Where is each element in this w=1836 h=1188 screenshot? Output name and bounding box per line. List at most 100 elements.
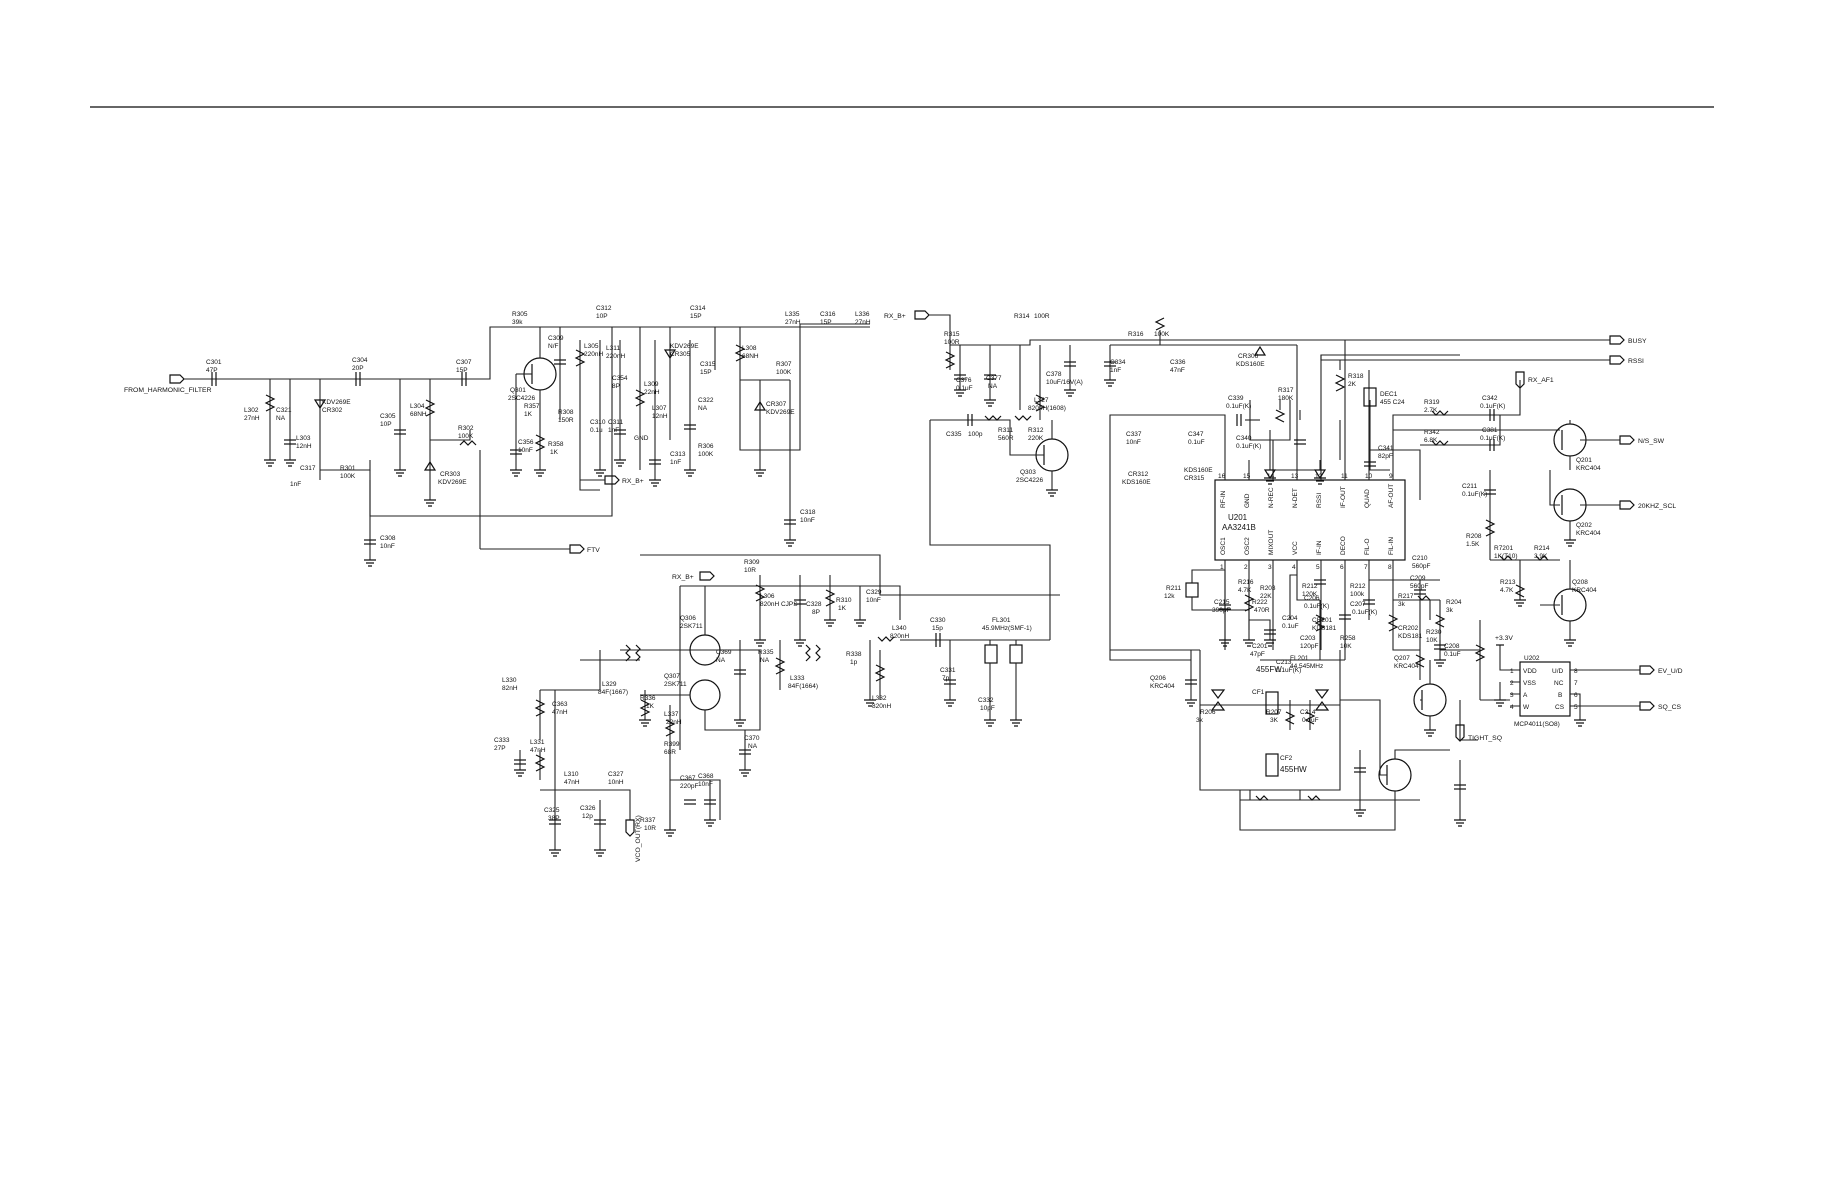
schematic-label: KDS160E [1236, 361, 1265, 368]
schematic-label: C313 [670, 451, 686, 458]
schematic-label: L306 [760, 593, 775, 600]
schematic-label: C340 [1236, 435, 1252, 442]
schematic-label: 1K [838, 605, 847, 612]
schematic-label: DECO [1340, 536, 1347, 555]
schematic-label: L305 [584, 343, 599, 350]
schematic-label: 10pF [980, 705, 995, 712]
ev-u-d-port[interactable] [1639, 665, 1655, 675]
schematic-label: 100R [1034, 313, 1050, 320]
sq-cs-port[interactable] [1639, 701, 1655, 711]
schematic-label: CR305 [670, 351, 691, 358]
schematic-label: CR202 [1398, 625, 1419, 632]
schematic-label: KRC404 [1150, 683, 1175, 690]
schematic-label: C208 [1444, 643, 1460, 650]
schematic-label: 27nH [855, 319, 871, 326]
from-harmonic-filter-port[interactable] [169, 374, 185, 384]
squelch-section: 455FW CF1 455HW CF2 TIGHT_SQ [1109, 640, 1502, 831]
schematic-label: L303 [296, 435, 311, 442]
schematic-label: 100K [340, 473, 356, 480]
ftv-port[interactable] [569, 544, 585, 554]
rx-b-plus-port-3[interactable] [914, 310, 930, 320]
schematic-label: 100K [698, 451, 714, 458]
schematic-label: RX_AF1 [1528, 377, 1554, 384]
schematic-label: W [1523, 704, 1530, 711]
output-section: BUSY RSSI RX_AF1 N/S_SW 20KHZ_SCL [1090, 335, 1683, 728]
schematic-label: L302 [244, 407, 259, 414]
ic-u201: U201 AA3241B RF-IN GND N-REC N-DET RSSI … [1109, 340, 1560, 661]
schematic-label: C347 [1188, 431, 1204, 438]
schematic-label: 38P [548, 815, 560, 822]
schematic-label: 10uF/16V(A) [1046, 379, 1083, 386]
ic-u202 [1519, 661, 1571, 717]
schematic-label: 27nH [785, 319, 801, 326]
schematic-label: 12nH [652, 413, 668, 420]
schematic-label: 0.1uF [956, 385, 973, 392]
schematic-label: 820nH [890, 633, 909, 640]
schematic-label: R301 [340, 465, 356, 472]
schematic-label: R306 [698, 443, 714, 450]
schematic-label: L308 [742, 345, 757, 352]
schematic-label: R212 [1350, 583, 1366, 590]
schematic-label: KDV269E [322, 399, 351, 406]
schematic-label: L310 [564, 771, 579, 778]
schematic-label: L329 [602, 681, 617, 688]
schematic-label: C301 [206, 359, 222, 366]
rssi-port[interactable] [1609, 355, 1625, 365]
schematic-label: R203 [1260, 585, 1276, 592]
schematic-label: Q306 [680, 615, 696, 622]
rx-af1-port[interactable] [1515, 371, 1525, 389]
schematic-label: 4 [1510, 704, 1514, 711]
schematic-label: C378 [1046, 371, 1062, 378]
schematic-label: C315 [700, 361, 716, 368]
schematic-label: R342 [1424, 429, 1440, 436]
schematic-label: 6.8K [1424, 437, 1438, 444]
schematic-label: R318 [1348, 373, 1364, 380]
schematic-label: 15P [690, 313, 702, 320]
schematic-label: 10nH [608, 779, 624, 786]
schematic-label: C209 [1410, 575, 1426, 582]
khz-scl-port[interactable] [1619, 500, 1635, 510]
schematic-label: R214 [1534, 545, 1550, 552]
n-s-sw-port[interactable] [1619, 435, 1635, 445]
schematic-label: R357 [524, 403, 540, 410]
schematic-label: C356 [518, 439, 534, 446]
schematic-label: L336 [855, 311, 870, 318]
rx-b-plus-port-1[interactable] [604, 475, 620, 485]
schematic-label: Q208 [1572, 579, 1588, 586]
schematic-label: C341 [1378, 445, 1394, 452]
schematic-label: C307 [456, 359, 472, 366]
schematic-label: C367 [680, 775, 696, 782]
schematic-label: 0.1uF(K) [1276, 667, 1301, 674]
schematic-label: C213 [1276, 659, 1292, 666]
schematic-label: VCC [1292, 541, 1299, 555]
schematic-label: C325 [544, 807, 560, 814]
schematic-label: C333 [494, 737, 510, 744]
vco-out-rx-port[interactable] [625, 819, 635, 837]
schematic-label: 560pF [1412, 563, 1430, 570]
schematic-label: U/D [1552, 668, 1564, 675]
schematic-label: 3k [1196, 717, 1204, 724]
schematic-label: GND [1244, 493, 1251, 508]
schematic-label: C330 [930, 617, 946, 624]
schematic-label: 455HW [1280, 765, 1307, 774]
busy-port[interactable] [1609, 335, 1625, 345]
schematic-label: C318 [800, 509, 816, 516]
schematic-label: R336 [640, 695, 656, 702]
schematic-label: 4 [1292, 564, 1296, 571]
schematic-label: C310 [590, 419, 606, 426]
schematic-label: 0.1uF [1282, 623, 1299, 630]
schematic-label: 10P [596, 313, 608, 320]
tight-sq-port[interactable] [1455, 724, 1465, 742]
schematic-label: B [1558, 692, 1562, 699]
schematic-label: FTV [587, 547, 600, 554]
schematic-label: 2K [1348, 381, 1357, 388]
schematic-label: L332 [872, 695, 887, 702]
schematic-label: R222 [1252, 599, 1268, 606]
schematic-label: L337 [664, 711, 679, 718]
schematic-label: 2.7K [1424, 407, 1438, 414]
schematic-label: R311 [998, 427, 1013, 434]
schematic-label: 7 [1364, 564, 1368, 571]
schematic-label: N/S_SW [1638, 438, 1665, 445]
transformer-l329 [625, 644, 641, 662]
rx-b-plus-port-2[interactable] [699, 571, 715, 581]
